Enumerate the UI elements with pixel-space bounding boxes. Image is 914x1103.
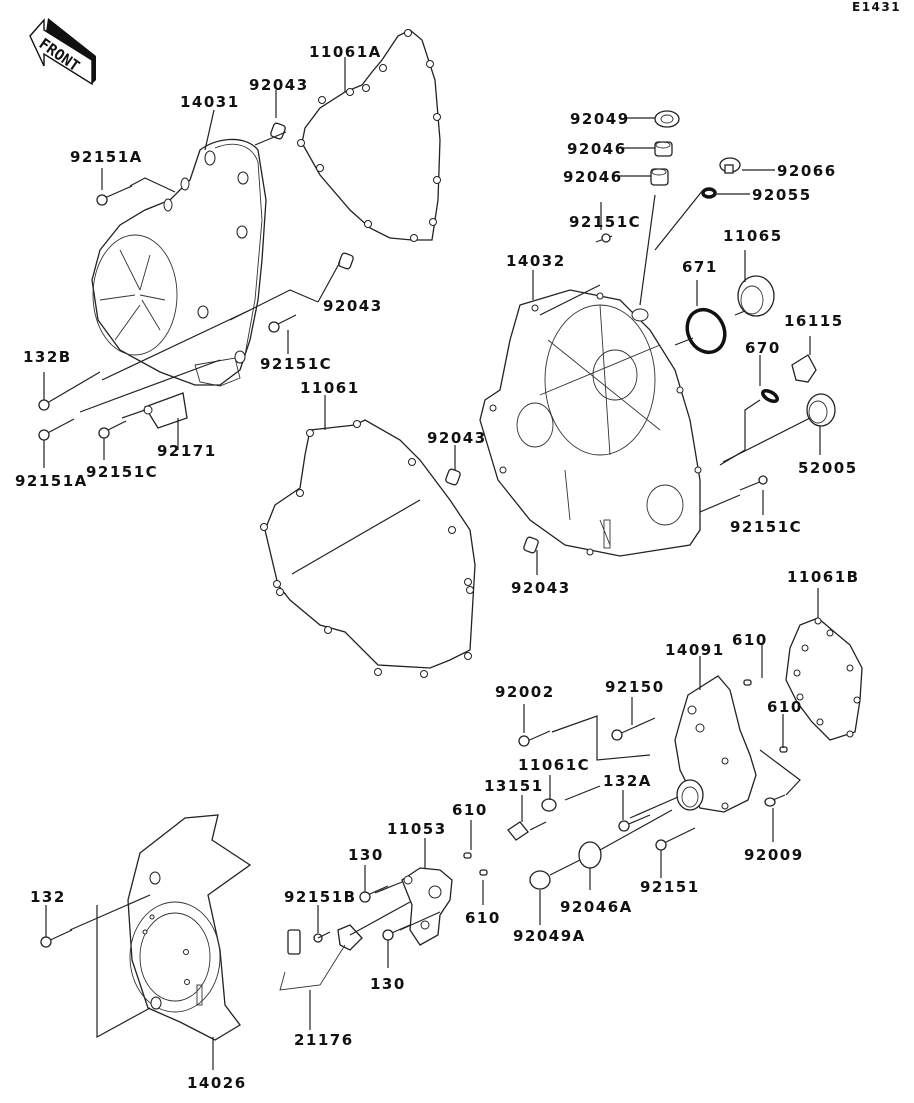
callout-130[interactable]: 130 bbox=[370, 975, 406, 993]
callout-92043[interactable]: 92043 bbox=[249, 76, 309, 94]
callout-11053[interactable]: 11053 bbox=[387, 820, 447, 838]
callout-92150[interactable]: 92150 bbox=[605, 678, 665, 696]
dowel-pin-part bbox=[270, 122, 539, 554]
sprocket-cover-part bbox=[40, 814, 252, 1041]
callout-92049a[interactable]: 92049A bbox=[513, 927, 586, 945]
callout-92049[interactable]: 92049 bbox=[570, 110, 630, 128]
leader-lines-bottom-left bbox=[45, 894, 214, 1070]
leader-lines-right bbox=[532, 117, 821, 515]
callout-11061b[interactable]: 11061B bbox=[787, 568, 860, 586]
leader-lines-bottom-right bbox=[521, 644, 801, 925]
pump-cover-part bbox=[674, 675, 788, 813]
sensor-assembly-part bbox=[279, 852, 488, 991]
callout-132b[interactable]: 132B bbox=[23, 348, 72, 366]
callout-92046[interactable]: 92046 bbox=[567, 140, 627, 158]
right-small-parts bbox=[595, 110, 836, 491]
callout-92151c[interactable]: 92151C bbox=[730, 518, 802, 536]
callout-labels: 11061A 92043 14031 92151A 92043 92151C 1… bbox=[15, 43, 860, 1092]
callout-11061a[interactable]: 11061A bbox=[309, 43, 382, 61]
leader-lines-left bbox=[43, 57, 538, 575]
generator-cover-part bbox=[91, 138, 267, 387]
callout-132a[interactable]: 132A bbox=[603, 772, 652, 790]
callout-11065[interactable]: 11065 bbox=[723, 227, 783, 245]
callout-92046[interactable]: 92046 bbox=[563, 168, 623, 186]
gasket-11061a-part bbox=[301, 29, 441, 241]
lower-right-parts bbox=[507, 717, 696, 890]
callout-16115[interactable]: 16115 bbox=[784, 312, 844, 330]
gasket-11061-part bbox=[264, 419, 476, 669]
gasket-holes-2 bbox=[260, 420, 474, 678]
callout-92043[interactable]: 92043 bbox=[511, 579, 571, 597]
callout-92043[interactable]: 92043 bbox=[427, 429, 487, 447]
gasket-holes-3 bbox=[793, 617, 861, 738]
callout-92151c[interactable]: 92151C bbox=[260, 355, 332, 373]
callout-14032[interactable]: 14032 bbox=[506, 252, 566, 270]
callout-92043[interactable]: 92043 bbox=[323, 297, 383, 315]
callout-130[interactable]: 130 bbox=[348, 846, 384, 864]
callout-92151c[interactable]: 92151C bbox=[569, 213, 641, 231]
callout-92151[interactable]: 92151 bbox=[640, 878, 700, 896]
callout-11061[interactable]: 11061 bbox=[300, 379, 360, 397]
callout-14031[interactable]: 14031 bbox=[180, 93, 240, 111]
callout-52005[interactable]: 52005 bbox=[798, 459, 858, 477]
callout-92055[interactable]: 92055 bbox=[752, 186, 812, 204]
callout-92151a[interactable]: 92151A bbox=[70, 148, 143, 166]
callout-92151a[interactable]: 92151A bbox=[15, 472, 88, 490]
bolt-parts-left bbox=[38, 185, 297, 441]
callout-670[interactable]: 670 bbox=[745, 339, 781, 357]
callout-610[interactable]: 610 bbox=[452, 801, 488, 819]
diagram-code: E1431 bbox=[852, 0, 901, 14]
callout-11061c[interactable]: 11061C bbox=[518, 756, 590, 774]
gasket-holes bbox=[297, 29, 441, 242]
leader-lines-sensor bbox=[309, 820, 484, 1030]
callout-92066[interactable]: 92066 bbox=[777, 162, 837, 180]
leader-line bbox=[291, 499, 421, 575]
callout-671[interactable]: 671 bbox=[682, 258, 718, 276]
callout-92002[interactable]: 92002 bbox=[495, 683, 555, 701]
callout-21176[interactable]: 21176 bbox=[294, 1031, 354, 1049]
callout-92009[interactable]: 92009 bbox=[744, 846, 804, 864]
callout-13151[interactable]: 13151 bbox=[484, 777, 544, 795]
gasket-11061b-part bbox=[785, 617, 863, 741]
callout-92171[interactable]: 92171 bbox=[157, 442, 217, 460]
callout-92151c[interactable]: 92151C bbox=[86, 463, 158, 481]
callout-132[interactable]: 132 bbox=[30, 888, 66, 906]
front-arrow-icon: FRONT bbox=[29, 18, 96, 86]
clutch-cover-part bbox=[479, 289, 702, 557]
callout-14026[interactable]: 14026 bbox=[187, 1074, 247, 1092]
callout-92151b[interactable]: 92151B bbox=[284, 888, 357, 906]
callout-610[interactable]: 610 bbox=[732, 631, 768, 649]
callout-14091[interactable]: 14091 bbox=[665, 641, 725, 659]
callout-610[interactable]: 610 bbox=[767, 698, 803, 716]
callout-92046a[interactable]: 92046A bbox=[560, 898, 633, 916]
callout-610[interactable]: 610 bbox=[465, 909, 501, 927]
